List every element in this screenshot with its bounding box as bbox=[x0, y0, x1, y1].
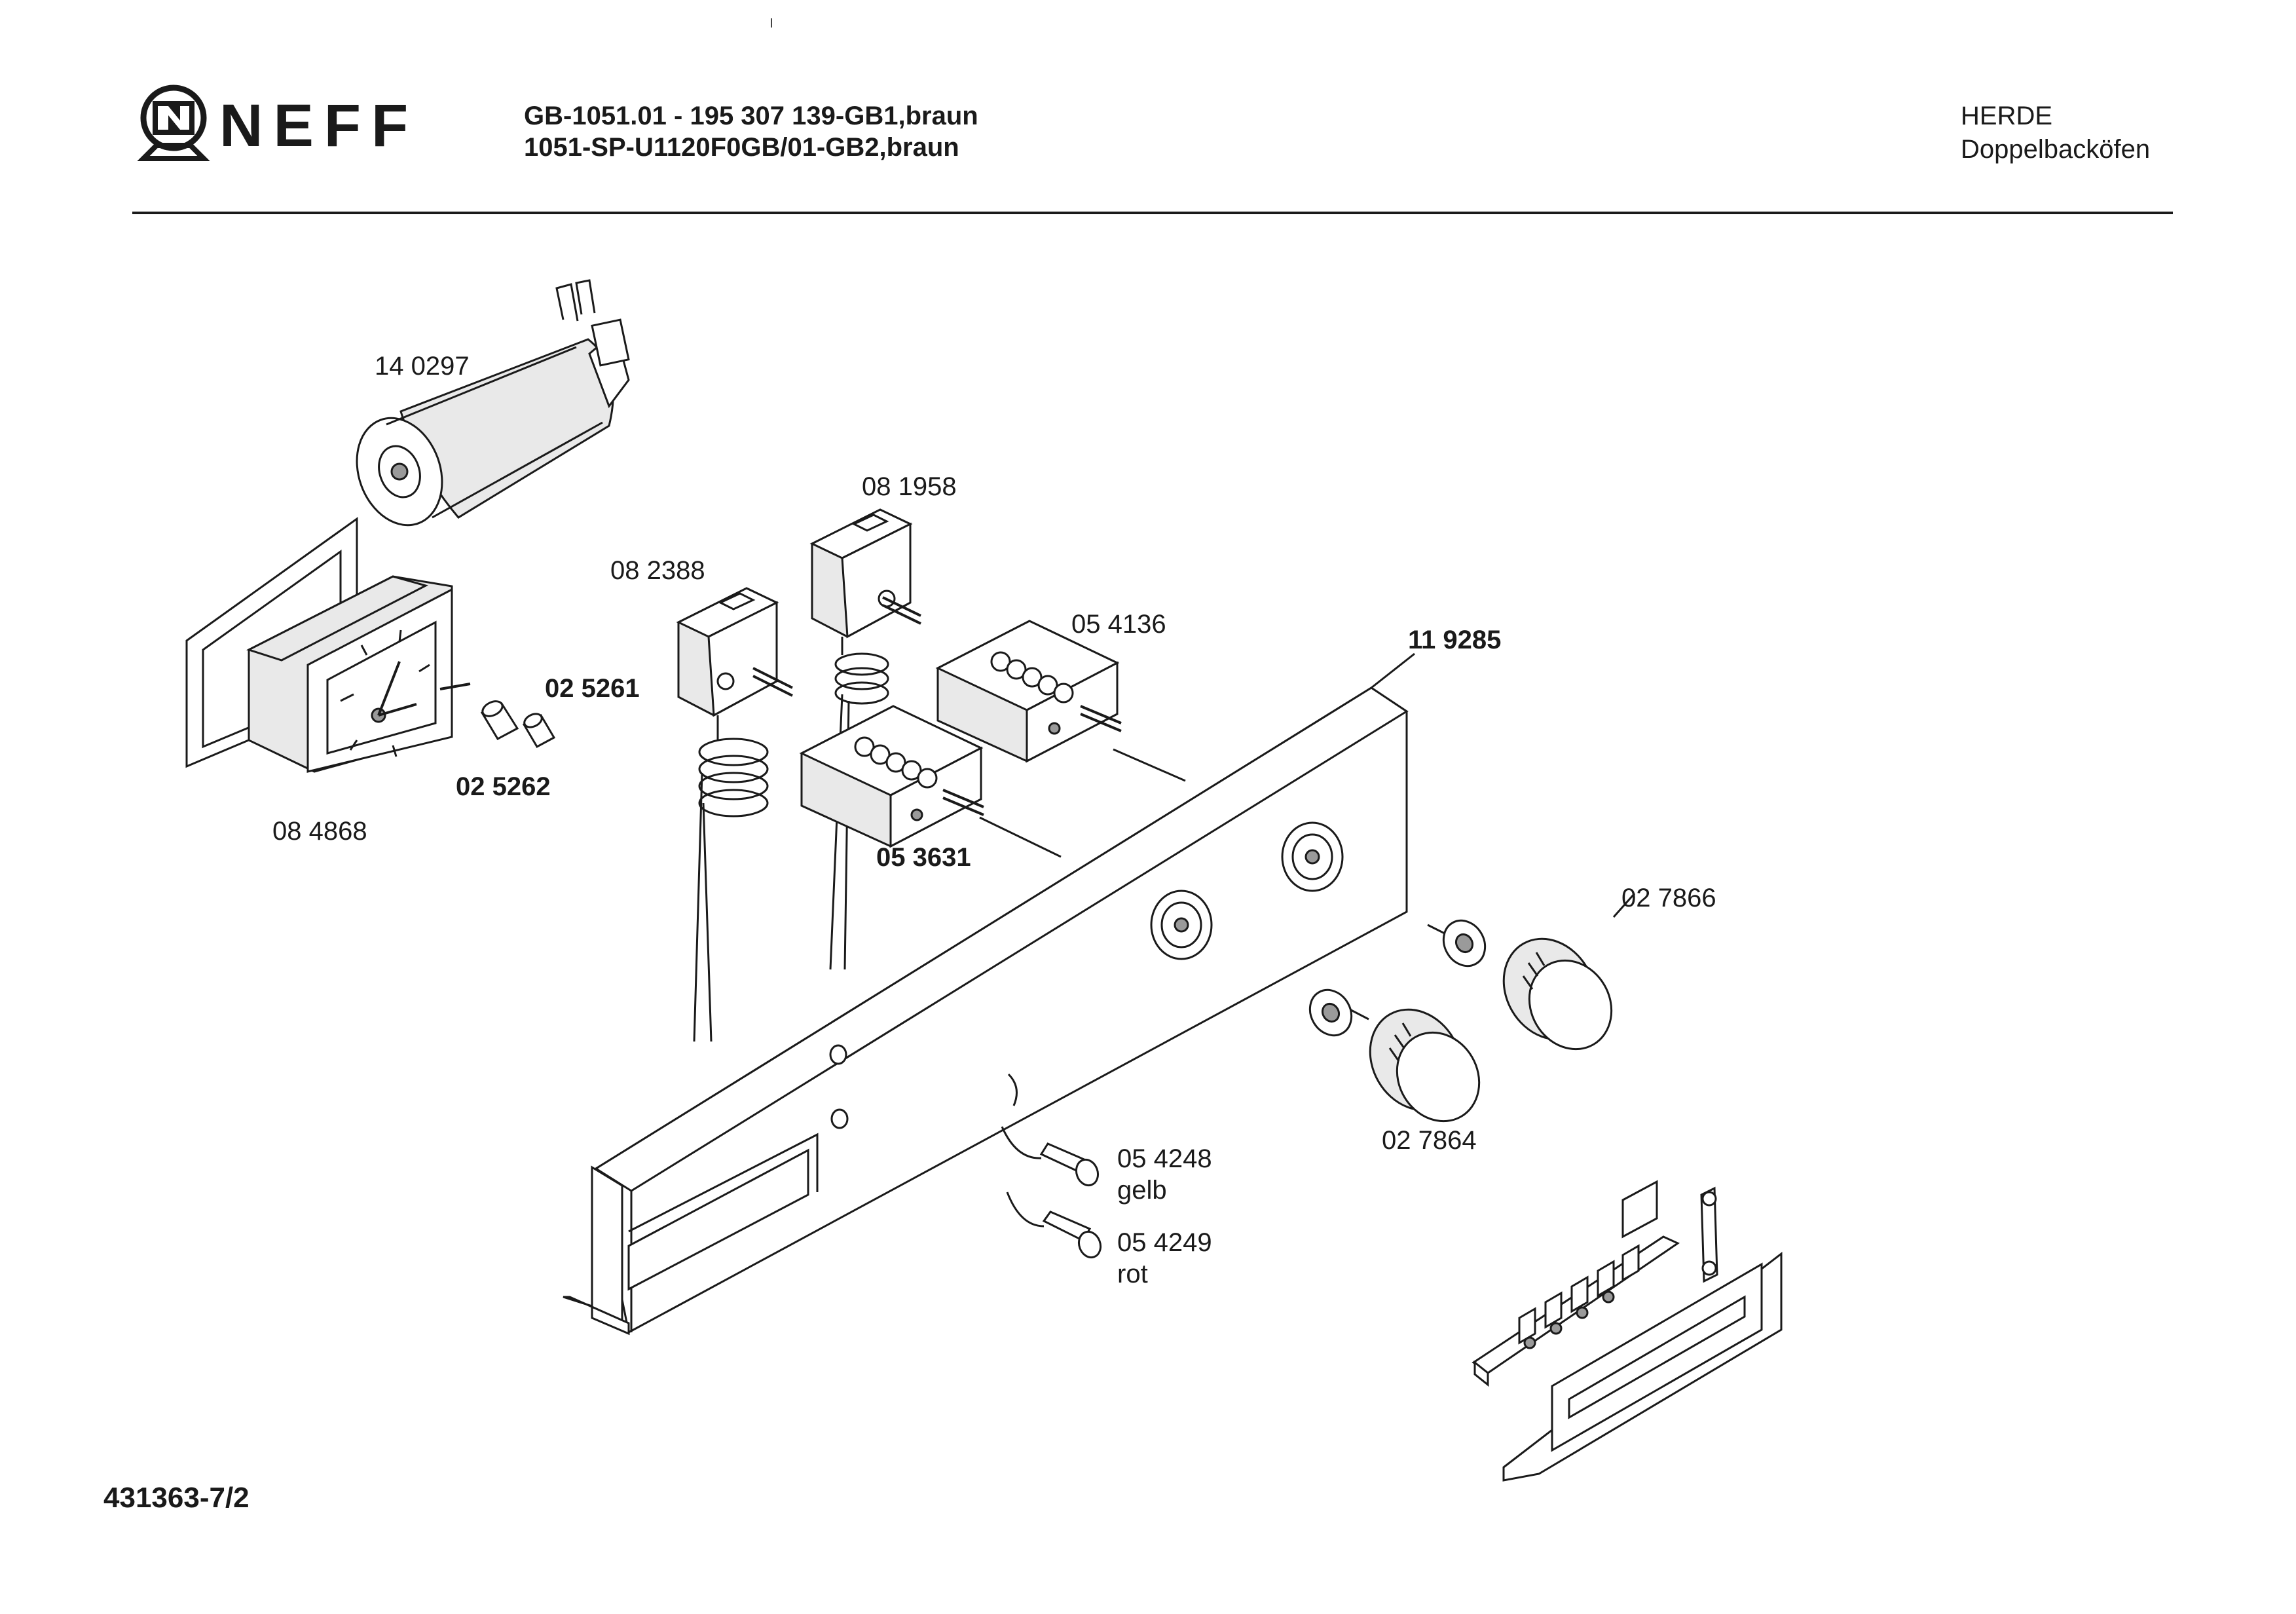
control-panel-part bbox=[563, 652, 1415, 1336]
label-clock-knob-b: 02 5262 bbox=[456, 772, 551, 801]
brand-name: NEFF bbox=[219, 92, 419, 159]
clock-knob-parts bbox=[480, 700, 556, 749]
terminal-block-part bbox=[1472, 1180, 1783, 1482]
label-thermostat-left: 08 2388 bbox=[610, 556, 705, 585]
category-subtitle: Doppelbacköfen bbox=[1961, 135, 2151, 164]
label-lamp-yellow: 05 4248 bbox=[1117, 1144, 1212, 1173]
switch-right-part bbox=[935, 620, 1122, 763]
label-clock-knob-a: 02 5261 bbox=[545, 674, 640, 703]
label-capacitor: 14 0297 bbox=[375, 352, 470, 381]
knob-left-part bbox=[1308, 988, 1481, 1123]
label-lamp-red-color: rot bbox=[1117, 1260, 1148, 1288]
drawing-number: 431363-7/2 bbox=[103, 1482, 250, 1514]
model-line-2: 1051-SP-U1120F0GB/01-GB2,braun bbox=[524, 133, 959, 162]
label-clock: 08 4868 bbox=[272, 817, 367, 846]
label-knob-left: 02 7864 bbox=[1382, 1126, 1477, 1155]
capacitor-part bbox=[356, 279, 630, 527]
label-lamp-yellow-color: gelb bbox=[1117, 1176, 1167, 1205]
scan-mark bbox=[771, 18, 772, 28]
label-panel: 11 9285 bbox=[1408, 626, 1501, 654]
switch-left-part bbox=[799, 705, 984, 848]
header-divider bbox=[132, 212, 2173, 214]
label-thermostat-right: 08 1958 bbox=[862, 472, 957, 501]
clock-part bbox=[185, 517, 471, 773]
thermostat-left-part bbox=[676, 587, 793, 1042]
model-line-1: GB-1051.01 - 195 307 139-GB1,braun bbox=[524, 102, 978, 130]
label-knob-right: 02 7866 bbox=[1621, 884, 1716, 912]
label-switch-left: 05 3631 bbox=[876, 843, 971, 872]
category-title: HERDE bbox=[1961, 102, 2053, 130]
neff-logo-icon bbox=[137, 84, 210, 161]
label-switch-right: 05 4136 bbox=[1071, 610, 1166, 639]
indicator-lamp-parts bbox=[1001, 1126, 1102, 1259]
label-lamp-red: 05 4249 bbox=[1117, 1228, 1212, 1257]
part-labels: 14 0297 08 1958 08 2388 05 4136 11 9285 … bbox=[272, 352, 1716, 1288]
knob-right-part bbox=[1442, 893, 1636, 1051]
